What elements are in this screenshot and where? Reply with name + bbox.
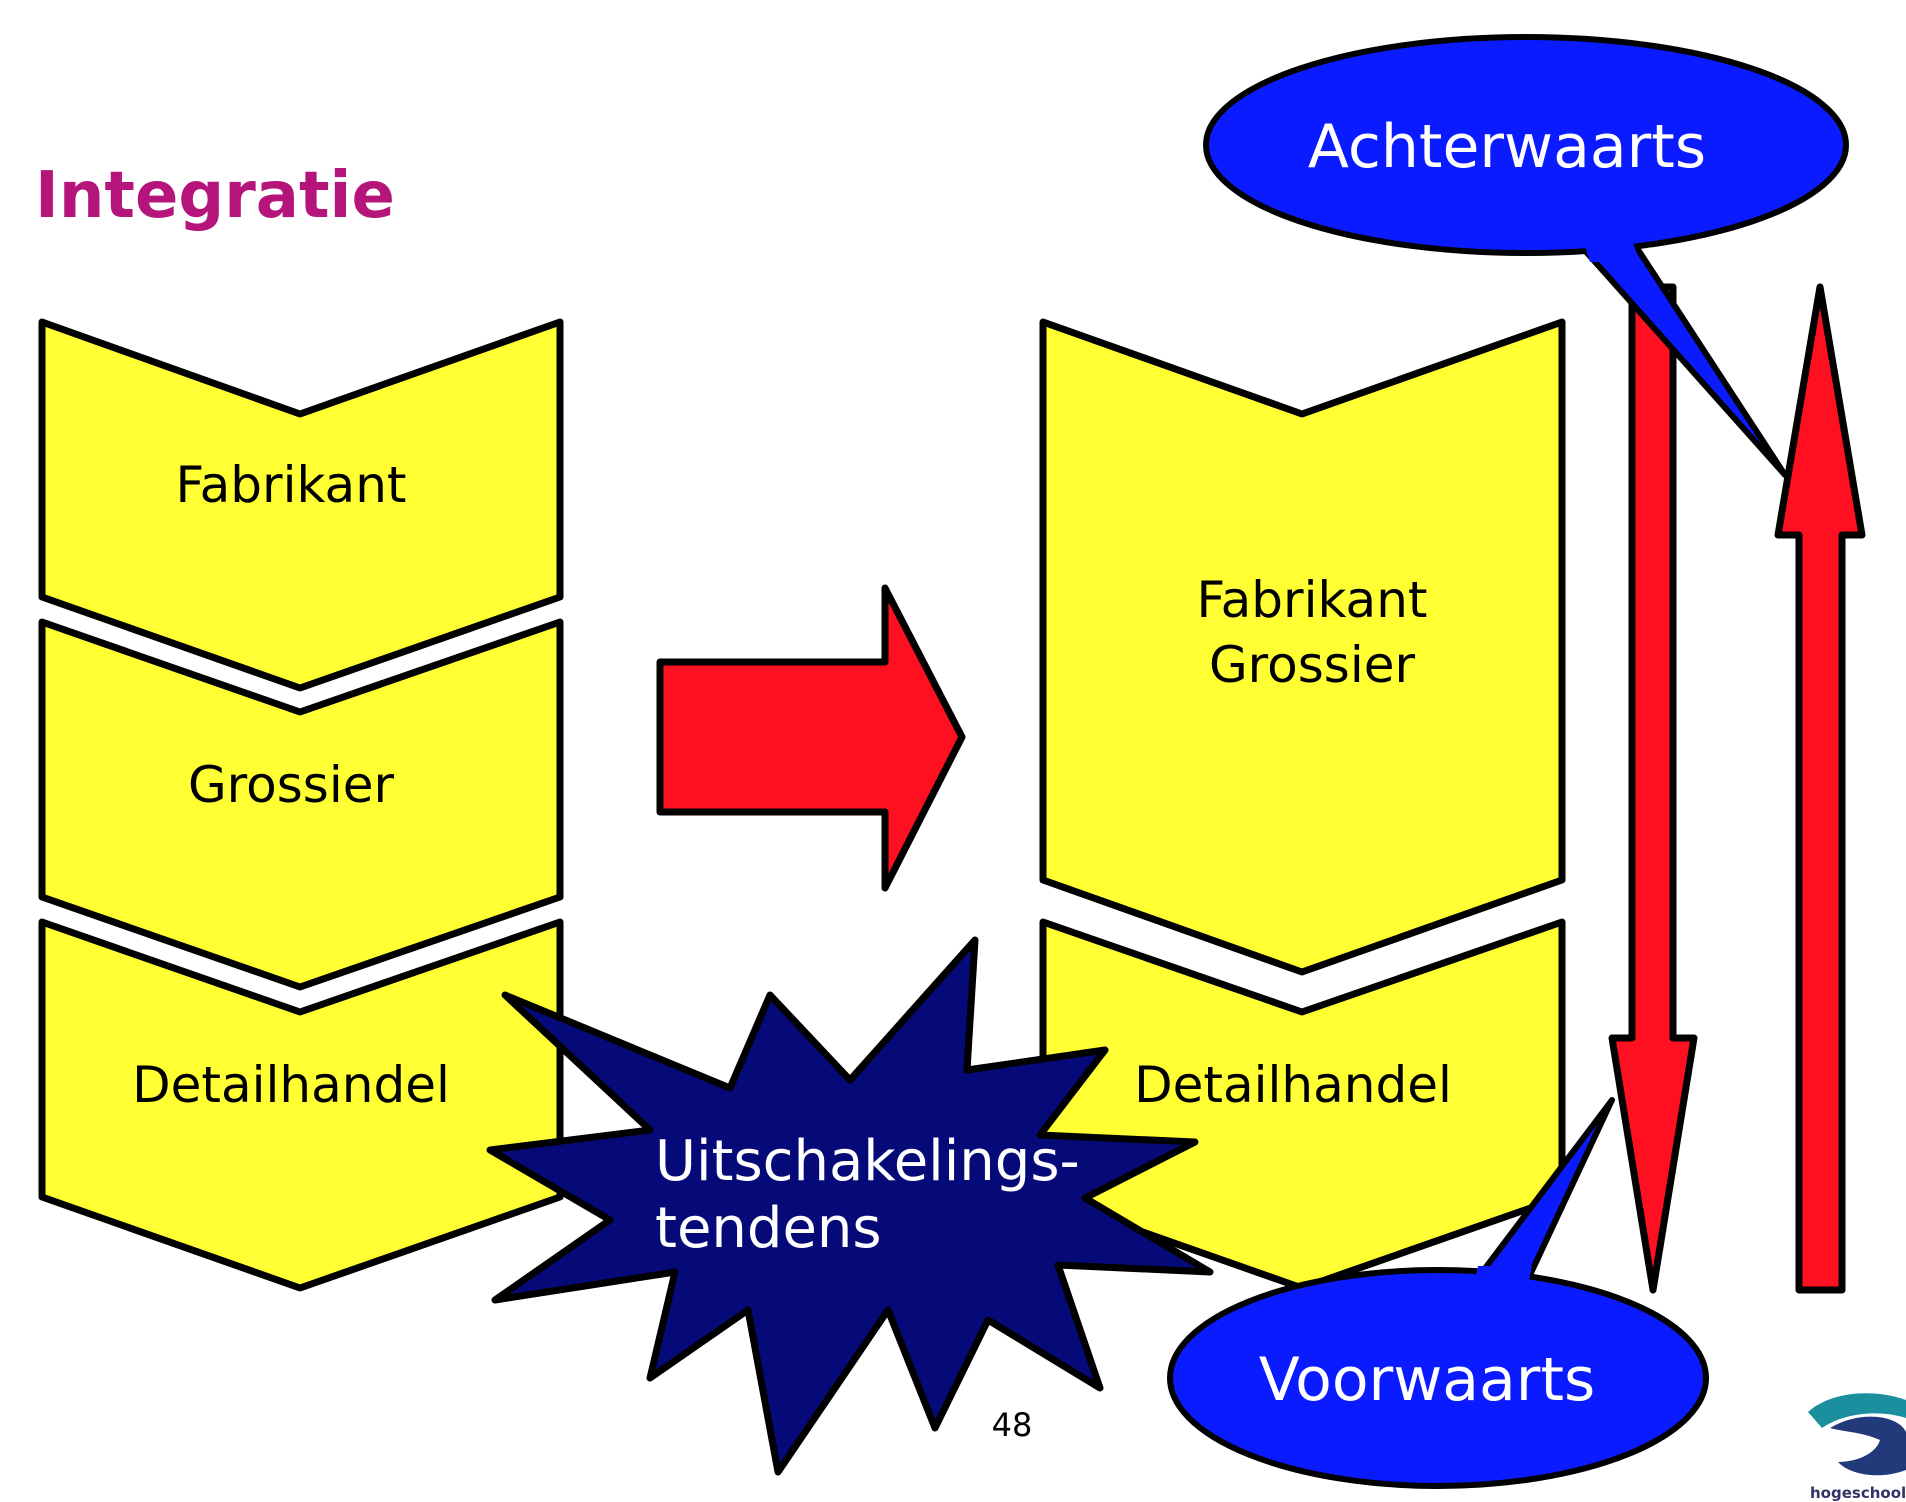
- starburst-shape: [486, 936, 1214, 1476]
- chevron-detailhandel: [38, 918, 564, 1292]
- school-logo: hogeschool: [1808, 1393, 1906, 1502]
- page-number: 48: [992, 1406, 1033, 1444]
- chevron-grossier: [38, 618, 564, 991]
- logo-text: hogeschool: [1810, 1484, 1906, 1502]
- chevron-label-fabrikant: Fabrikant: [175, 456, 406, 514]
- down-arrow: [1608, 283, 1698, 1294]
- right-value-chain: Fabrikant Grossier Detailhandel: [1039, 318, 1566, 1292]
- transition-arrow: [656, 584, 966, 892]
- chevron-label-detailhandel: Detailhandel: [132, 1056, 450, 1114]
- up-arrow: [1774, 283, 1866, 1294]
- starburst-label-line2: tendens: [655, 1196, 882, 1261]
- callout-label-achterwaarts: Achterwaarts: [1308, 112, 1706, 182]
- starburst-label-line1: Uitschakelings-: [655, 1129, 1080, 1194]
- callout-label-voorwaarts: Voorwaarts: [1259, 1345, 1596, 1415]
- chevron-fabrikant: [38, 318, 564, 692]
- chevron-fabrikant-grossier: [1039, 318, 1566, 976]
- chevron-label-detailhandel-right: Detailhandel: [1134, 1056, 1452, 1114]
- left-value-chain: Fabrikant Grossier Detailhandel: [38, 318, 564, 1292]
- chevron-label-grossier: Grossier: [188, 756, 395, 814]
- merged-label-grossier: Grossier: [1209, 636, 1416, 694]
- callout-voorwaarts: Voorwaarts: [1167, 1097, 1709, 1489]
- merged-label-fabrikant: Fabrikant: [1196, 571, 1427, 629]
- slide-title: Integratie: [35, 159, 395, 233]
- logo-swoosh-icon: [1808, 1393, 1906, 1428]
- callout-achterwaarts: Achterwaarts: [1203, 34, 1849, 478]
- callout-tail-top: [1577, 242, 1788, 478]
